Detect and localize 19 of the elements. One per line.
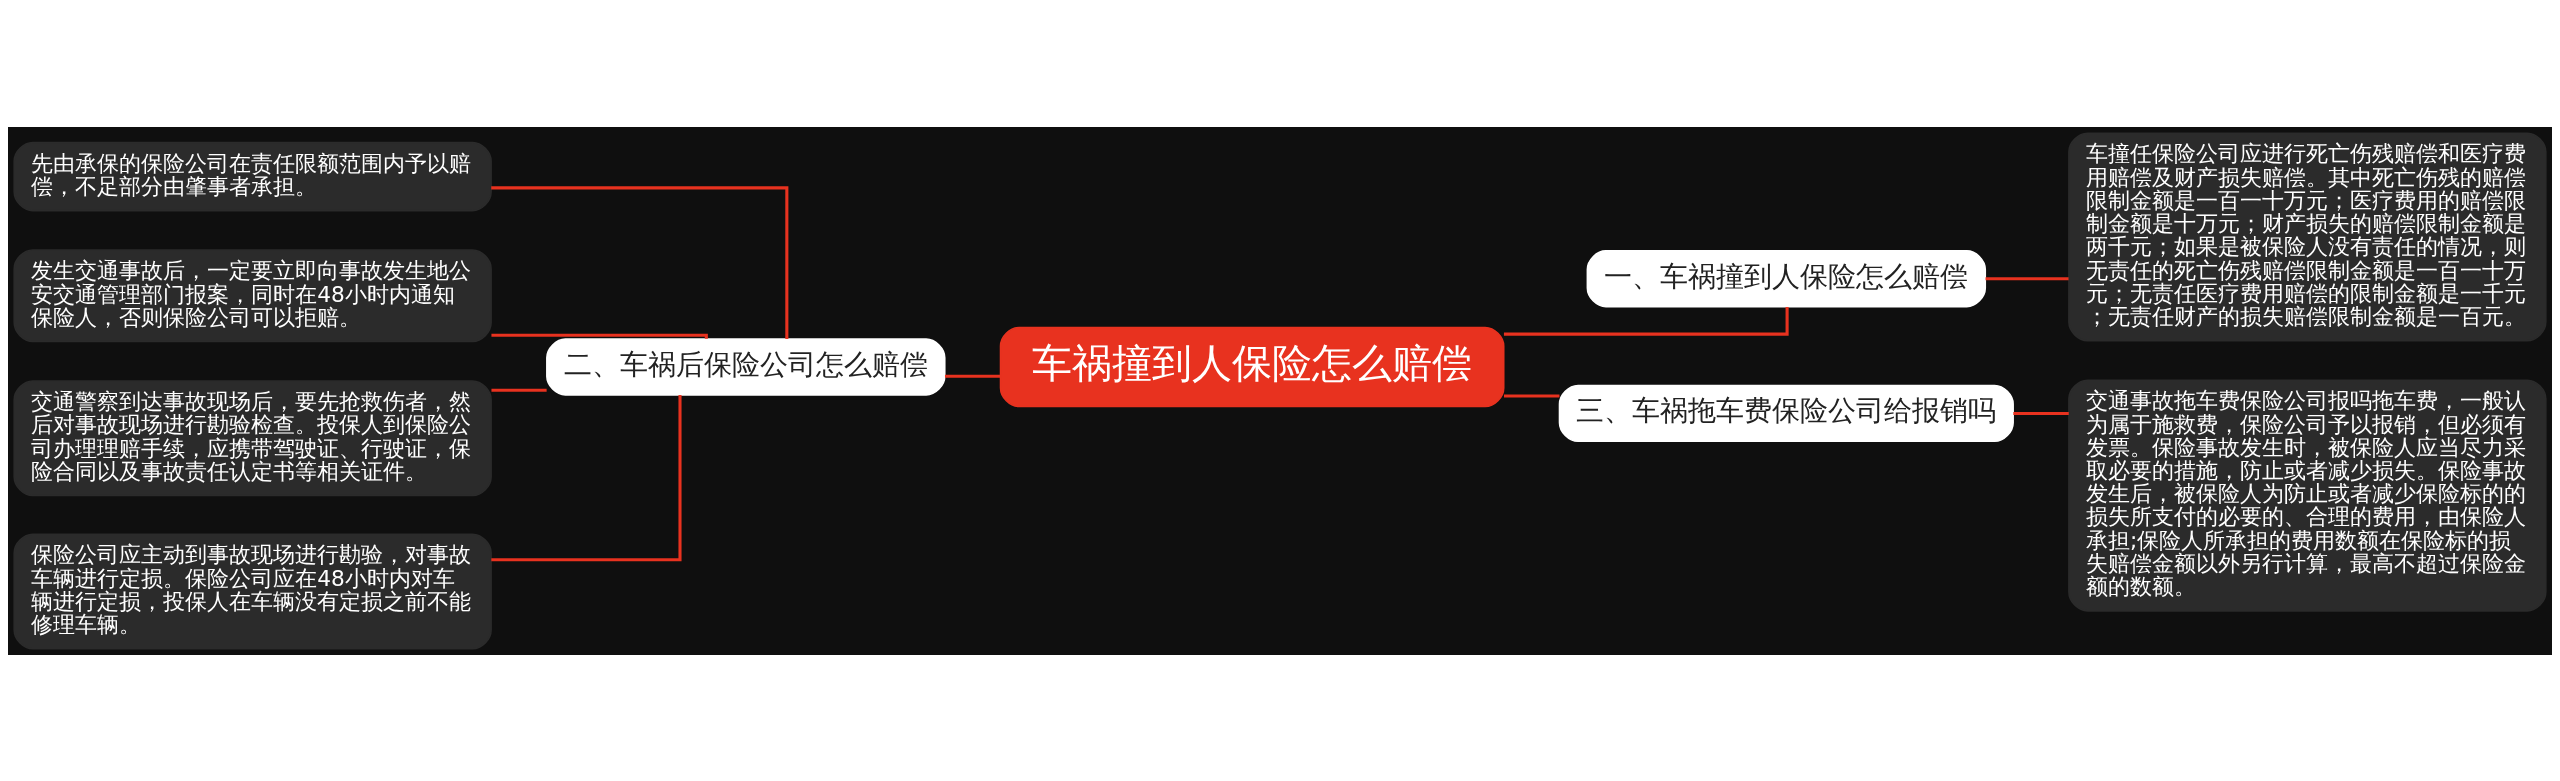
connector <box>491 394 682 561</box>
node-box: 车祸撞到人保险怎么赔偿 <box>999 326 1505 407</box>
connector <box>491 185 789 339</box>
node-box: 保险公司应主动到事故现场进行勘验，对事故车辆进行定损。保险公司应在48小时内对车辆进行定损，投保人在车辆没有定损之前不能修理车辆。 <box>13 532 492 650</box>
node-box: 发生交通事故后，一定要立即向事故发生地公安交通管理部门报案，同时在48小时内通知保险人，否则保险公司可以拒赔。 <box>13 248 492 342</box>
connector <box>491 333 708 339</box>
node-box: 三、车祸拖车费保险公司给报销吗 <box>1558 384 2014 442</box>
connector <box>1503 393 1560 398</box>
node-box: 二、车祸后保险公司怎么赔偿 <box>546 337 946 396</box>
connector <box>491 388 547 392</box>
node-box: 一、车祸撞到人保险怎么赔偿 <box>1586 249 1987 307</box>
connector <box>1985 276 2069 280</box>
node-box: 车撞任保险公司应进行死亡伤残赔偿和医疗费用赔偿及财产损失赔偿。其中死亡伤残的赔偿限制金额是一百一十万元；医疗费用的赔偿限制金额是十万元；财产损失的赔偿限制金额是两千元；如果是被保险人没有责任的情况，则无责任的死亡伤残赔偿限制金额是一百一十万元；无责任医疗费用赔偿的限制金额是一千元；无责任财产的损失赔偿限制金额是一百元。 <box>2068 131 2547 341</box>
connector <box>945 374 1001 378</box>
node-box: 交通警察到达事故现场后，要先抢救伤者，然后对事故现场进行勘验检查。投保人到保险公司办理理赔手续，应携带驾驶证、行驶证，保险合同以及事故责任认定书等相关证件。 <box>13 379 492 496</box>
connector <box>2013 411 2069 415</box>
node-box: 先由承保的保险公司在责任限额范围内予以赔偿，不足部分由肇事者承担。 <box>13 141 492 211</box>
connector <box>1503 306 1789 336</box>
node-box: 交通事故拖车费保险公司报吗拖车费，一般认为属于施救费，保险公司予以报销，但必须有发票。保险事故发生时，被保险人应当尽力采取必要的措施，防止或者减少损失。保险事故发生后，被保险人为防止或者减少保险标的的损失所支付的必要的、合理的费用，由保险人承担;保险人所承担的费用数额在保险标的损失赔偿金额以外另行计算，最高不超过保险金额的数额。 <box>2068 378 2547 612</box>
